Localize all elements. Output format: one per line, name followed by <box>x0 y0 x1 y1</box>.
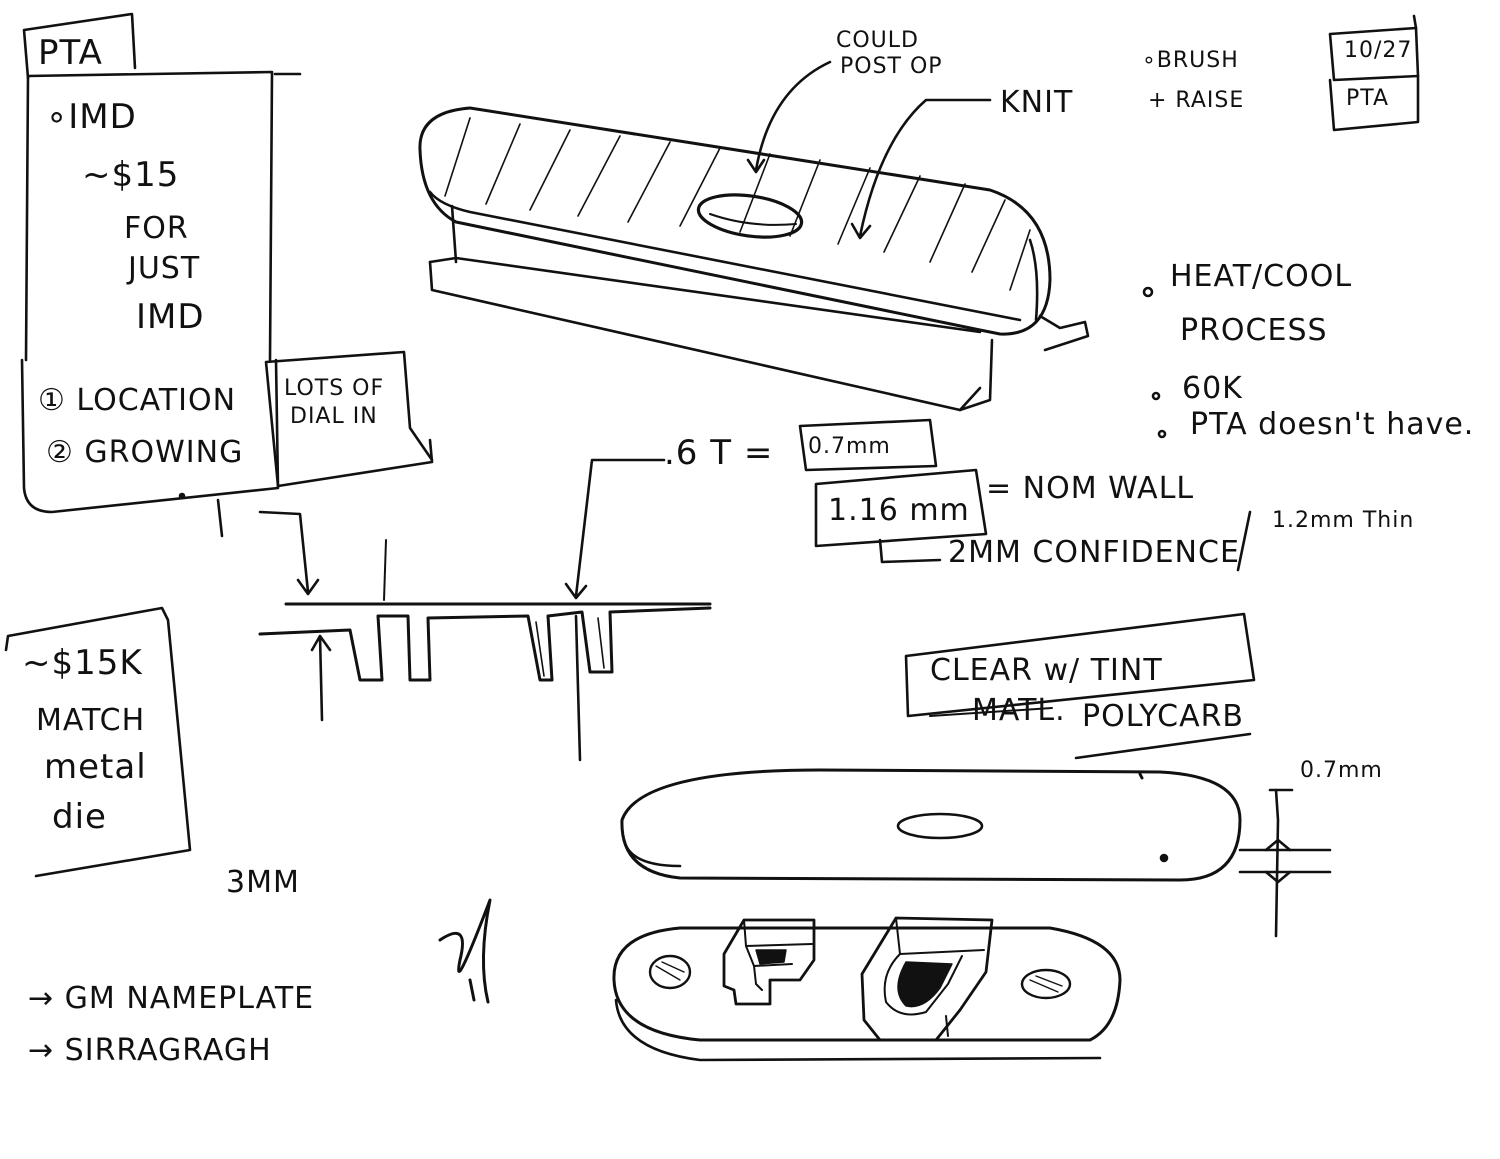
wall-section-diagram <box>216 458 712 762</box>
sirragragh-item: → SIRRAGRAGH <box>28 1033 272 1068</box>
material-finish-label: CLEAR w/ TINT <box>930 653 1163 688</box>
imd-note-for: FOR <box>124 211 189 246</box>
process-label: PROCESS <box>1180 313 1328 348</box>
imd-note-imd: IMD <box>136 297 205 337</box>
imd-heading: ∘IMD <box>46 97 137 137</box>
knit-label: KNIT <box>1000 85 1074 120</box>
thin-wall-label: 1.2mm Thin <box>1272 508 1415 533</box>
lower-base-sketch <box>612 916 1122 1062</box>
material-matl-label: MATL. <box>972 693 1066 728</box>
could-post-op-leader <box>746 60 832 174</box>
thickness-equation: .6 T = <box>664 433 774 473</box>
list-item-growing: ② GROWING <box>46 435 244 470</box>
top-product-sketch <box>418 106 1090 412</box>
imd-note-just: JUST <box>128 251 201 286</box>
lid-thickness-label: 0.7mm <box>1300 758 1383 783</box>
heat-cool-label: HEAT/COOL <box>1170 259 1353 294</box>
thickness-value: 0.7mm <box>808 434 891 459</box>
nominal-wall-value: 1.16 mm <box>828 493 970 528</box>
date-label: 10/27 <box>1344 38 1413 63</box>
matl-strike <box>929 707 1053 717</box>
match-label: MATCH <box>36 703 146 738</box>
imd-cost: ~$15 <box>82 155 180 195</box>
dial-in-label: DIAL IN <box>290 404 378 429</box>
pta-tag-box <box>22 12 137 80</box>
confidence-bracket <box>878 538 942 564</box>
polycarb-underline <box>1074 732 1252 760</box>
raise-label: + RAISE <box>1148 88 1245 113</box>
thin-divider <box>1236 510 1252 572</box>
match-die-box <box>4 606 192 878</box>
date-tag-box <box>1328 74 1420 132</box>
material-box <box>904 612 1256 718</box>
confidence-label: 2MM CONFIDENCE <box>948 535 1240 570</box>
thickness-value-box <box>798 418 938 472</box>
date-tag-label: PTA <box>1346 86 1390 111</box>
three-mm-label: 3MM <box>226 865 300 900</box>
knit-leader <box>850 98 992 240</box>
material-polycarb-label: POLYCARB <box>1082 699 1245 734</box>
lots-of-label: LOTS OF <box>284 376 385 401</box>
metal-label: metal <box>44 747 147 787</box>
post-op-label: POST OP <box>840 54 943 79</box>
cost-60k-label: 60K <box>1182 371 1243 406</box>
nom-value-box <box>814 468 988 548</box>
brush-label: ∘BRUSH <box>1142 48 1239 73</box>
nominal-wall-label: = NOM WALL <box>986 471 1195 506</box>
lower-lid-sketch <box>620 768 1332 938</box>
tooling-cost: ~$15K <box>22 643 143 683</box>
pta-doesnt-have-label: PTA doesn't have. <box>1190 407 1475 442</box>
die-label: die <box>52 797 107 837</box>
scribble-mark <box>438 898 492 1004</box>
gm-nameplate-item: → GM NAMEPLATE <box>28 981 315 1016</box>
pta-tag-label: PTA <box>38 33 103 73</box>
could-label: COULD <box>836 28 919 53</box>
left-notes-box <box>20 70 302 514</box>
list-item-location: ① LOCATION <box>38 383 237 418</box>
lots-of-dial-box <box>264 350 434 488</box>
